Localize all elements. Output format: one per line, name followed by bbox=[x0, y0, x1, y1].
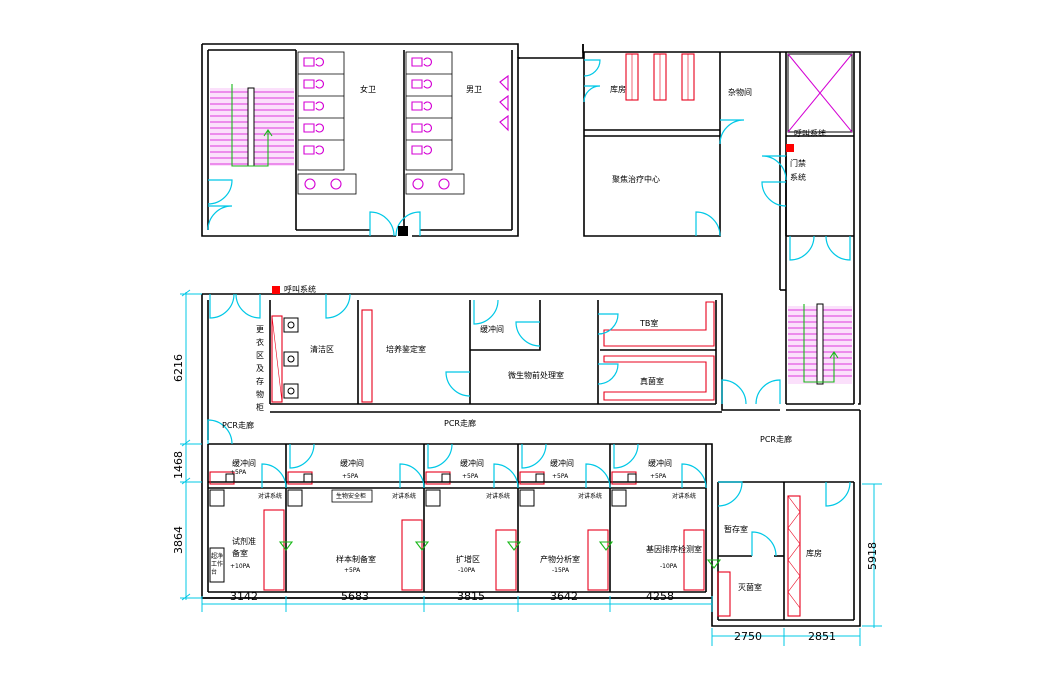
label-focus-center: 聚焦治疗中心 bbox=[612, 174, 660, 184]
dim-bottom-4: 3642 bbox=[550, 590, 578, 603]
dim-bottom-7: 2851 bbox=[808, 630, 836, 643]
pcr-intercom-label: 对讲系统 bbox=[486, 492, 510, 500]
dim-bottom-5: 4258 bbox=[646, 590, 674, 603]
pcr-buffer-label: 缓冲间 bbox=[648, 458, 672, 468]
pcr-buffer-label: 缓冲间 bbox=[232, 458, 256, 468]
dimension-lines bbox=[180, 289, 882, 646]
label-changing-5: 存 bbox=[256, 376, 264, 386]
dim-6216: 6216 bbox=[172, 354, 185, 382]
label-pcr-corridor-left: PCR走廊 bbox=[222, 420, 254, 430]
label-tb-room: TB室 bbox=[639, 318, 658, 328]
dim-bottom-3: 3815 bbox=[457, 590, 485, 603]
pcr-buffer-label: 缓冲间 bbox=[340, 458, 364, 468]
label-changing-7: 柜 bbox=[256, 402, 264, 412]
pcr-buffer-pa: +5PA bbox=[552, 473, 569, 480]
outer-walls bbox=[201, 43, 861, 627]
label-pcr-corridor-mid: PCR走廊 bbox=[444, 418, 476, 428]
pcr-room-name: 基因排序检测室 bbox=[646, 544, 702, 554]
label-call-system-mid: 呼叫系统 bbox=[284, 284, 316, 294]
pcr-intercom-label: 对讲系统 bbox=[392, 492, 416, 500]
label-fungus-room: 真菌室 bbox=[640, 376, 664, 386]
pcr-room-name-2: 备室 bbox=[232, 548, 248, 558]
label-access-control-2: 系统 bbox=[790, 172, 806, 182]
label-call-system-top: 呼叫系统 bbox=[794, 128, 826, 138]
pcr-room-pa: +10PA bbox=[230, 563, 251, 570]
label-buffer-upper: 缓冲间 bbox=[480, 324, 504, 334]
label-men-wc: 男卫 bbox=[466, 85, 482, 94]
right-room-walls bbox=[718, 482, 785, 620]
pcr-room-name: 试剂准 bbox=[232, 536, 256, 546]
dimension-labels: 6216 1468 3864 5918 3142 5683 3815 3642 … bbox=[172, 354, 879, 643]
top-interior-walls bbox=[295, 50, 854, 237]
label-storeroom-top: 库房 bbox=[610, 84, 626, 94]
label-changing-4: 及 bbox=[256, 364, 264, 373]
call-button-icon[interactable] bbox=[272, 286, 280, 294]
label-changing-2: 衣 bbox=[256, 337, 264, 347]
label-changing-6: 物 bbox=[256, 389, 264, 399]
label-changing-1: 更 bbox=[256, 325, 264, 334]
pcr-room-name: 产物分析室 bbox=[540, 554, 580, 564]
stair-icon bbox=[788, 303, 852, 385]
dim-bottom-2: 5683 bbox=[341, 590, 369, 603]
dim-5918: 5918 bbox=[866, 542, 879, 570]
pcr-buffer-label: 缓冲间 bbox=[460, 458, 484, 468]
bench-icon bbox=[361, 309, 373, 403]
pcr-buffer-pa: +5PA bbox=[230, 469, 247, 476]
dim-bottom-6: 2750 bbox=[734, 630, 762, 643]
pcr-walls bbox=[207, 444, 707, 592]
dim-1468: 1468 bbox=[172, 451, 185, 479]
bench-label-2: 工作 bbox=[211, 560, 223, 568]
middle-interior-walls bbox=[357, 300, 717, 404]
toilet-stall-icon bbox=[297, 51, 345, 171]
pcr-equipment bbox=[209, 471, 705, 591]
pcr-buffer-label: 缓冲间 bbox=[550, 458, 574, 468]
label-access-control: 门禁 bbox=[790, 158, 806, 168]
pcr-buffer-pa: +5PA bbox=[462, 473, 479, 480]
door-lock-icon bbox=[398, 226, 408, 236]
sink-icon bbox=[283, 317, 299, 399]
pcr-room-pa: -15PA bbox=[552, 567, 570, 574]
sink-icon bbox=[297, 173, 357, 195]
pcr-intercom-label: 对讲系统 bbox=[258, 492, 282, 500]
pcr-intercom-label: 对讲系统 bbox=[578, 492, 602, 500]
label-utility: 杂物间 bbox=[728, 87, 752, 97]
locker-icon bbox=[271, 315, 283, 403]
room-labels: 女卫 男卫 库房 杂物间 聚焦治疗中心 呼叫系统 门禁 系统 呼叫系统 更 衣 … bbox=[222, 84, 826, 592]
label-sterilize: 灭菌室 bbox=[738, 582, 762, 592]
pcr-room-labels: 缓冲间 +5PA 对讲系统 试剂准 备室 +10PA 超净 工作 台 缓冲间 +… bbox=[211, 458, 702, 576]
pcr-buffer-pa: +5PA bbox=[342, 473, 359, 480]
label-temp-store: 暂存室 bbox=[724, 524, 748, 534]
pcr-room-name: 样本制备室 bbox=[336, 554, 376, 564]
toilet-stall-icon bbox=[405, 51, 509, 171]
label-pcr-corridor-right: PCR走廊 bbox=[760, 434, 792, 444]
call-button-icon[interactable] bbox=[786, 144, 794, 152]
door-swing-icon[interactable] bbox=[207, 59, 851, 557]
pcr-room-name: 扩增区 bbox=[456, 554, 480, 564]
label-culture-room: 培养鉴定室 bbox=[386, 344, 426, 354]
label-women-wc: 女卫 bbox=[360, 84, 376, 94]
pcr-room-pa: +5PA bbox=[344, 567, 361, 574]
pcr-buffer-pa: +5PA bbox=[650, 473, 667, 480]
biosafety-cabinet-label: 生物安全柜 bbox=[336, 492, 366, 500]
elevator-shaft bbox=[787, 53, 853, 133]
dim-3864: 3864 bbox=[172, 526, 185, 554]
bench-label-1: 超净 bbox=[211, 552, 223, 560]
stair-icon bbox=[210, 84, 294, 167]
bench-icon bbox=[603, 301, 715, 401]
pcr-room-pa: -10PA bbox=[458, 567, 476, 574]
bench-label-3: 台 bbox=[211, 568, 217, 576]
label-storeroom-bottom: 库房 bbox=[806, 548, 822, 558]
fume-hood-icon bbox=[209, 541, 722, 583]
label-micro-prep: 微生物前处理室 bbox=[508, 370, 564, 380]
label-changing-3: 区 bbox=[256, 351, 264, 360]
dim-bottom-1: 3142 bbox=[230, 590, 258, 603]
storage-rack bbox=[717, 495, 801, 617]
pcr-intercom-label: 对讲系统 bbox=[672, 492, 696, 500]
sink-icon bbox=[405, 173, 465, 195]
label-clean-zone: 清洁区 bbox=[310, 344, 334, 354]
pcr-room-pa: -10PA bbox=[660, 563, 678, 570]
storage-rack bbox=[625, 53, 695, 101]
